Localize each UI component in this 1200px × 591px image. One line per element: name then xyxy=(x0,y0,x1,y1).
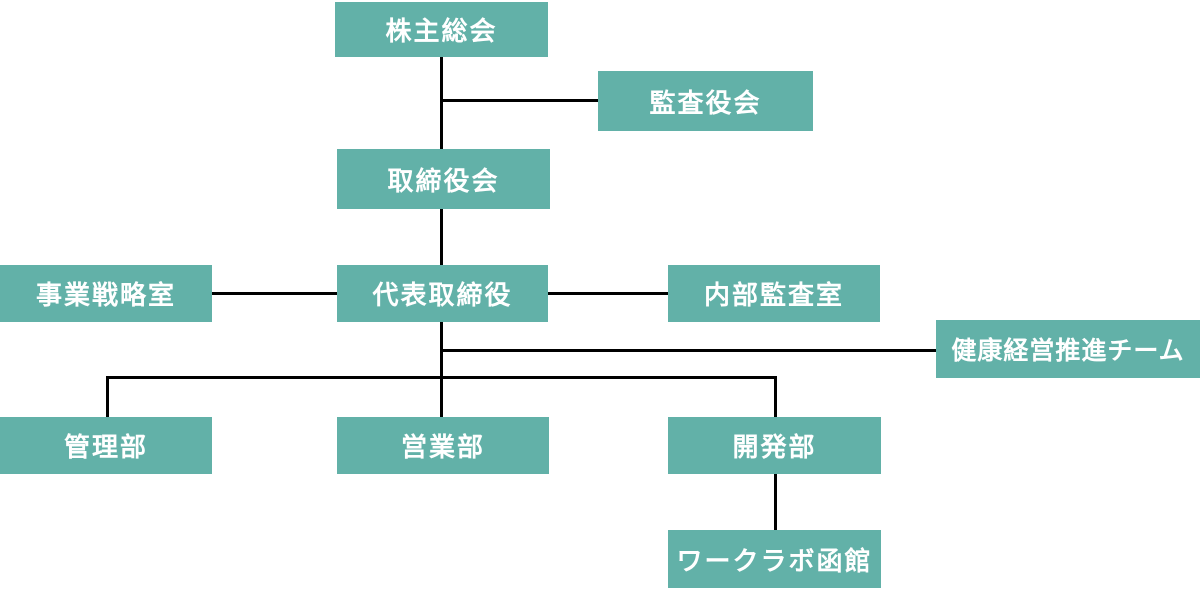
connector-to-health-team xyxy=(441,349,936,352)
connector-representative-to-internal-audit xyxy=(548,292,668,295)
org-node-shareholders-meeting: 株主総会 xyxy=(335,2,548,57)
connector-strategy-to-representative xyxy=(212,292,337,295)
org-node-sales-dept: 営業部 xyxy=(337,417,549,474)
org-node-business-strategy-office: 事業戦略室 xyxy=(0,265,212,322)
org-node-worklab-hakodate: ワークラボ函館 xyxy=(668,530,881,588)
connector-drop-to-admin xyxy=(106,376,109,417)
connector-board-to-representative xyxy=(440,209,443,265)
org-node-admin-dept: 管理部 xyxy=(0,417,212,474)
connector-shareholders-to-board xyxy=(440,57,443,150)
org-node-board-of-directors: 取締役会 xyxy=(337,149,550,209)
connector-branch-to-audit-board xyxy=(441,99,599,102)
connector-drop-to-dev xyxy=(774,376,777,417)
connector-departments-bus xyxy=(106,376,777,379)
org-node-internal-audit-office: 内部監査室 xyxy=(668,265,880,322)
org-node-representative-director: 代表取締役 xyxy=(337,265,548,322)
connector-representative-to-sales xyxy=(440,322,443,417)
connector-dev-to-worklab xyxy=(774,474,777,530)
org-node-development-dept: 開発部 xyxy=(668,417,881,474)
org-node-audit-board: 監査役会 xyxy=(598,71,813,131)
org-node-health-management-team: 健康経営推進チーム xyxy=(936,320,1200,378)
